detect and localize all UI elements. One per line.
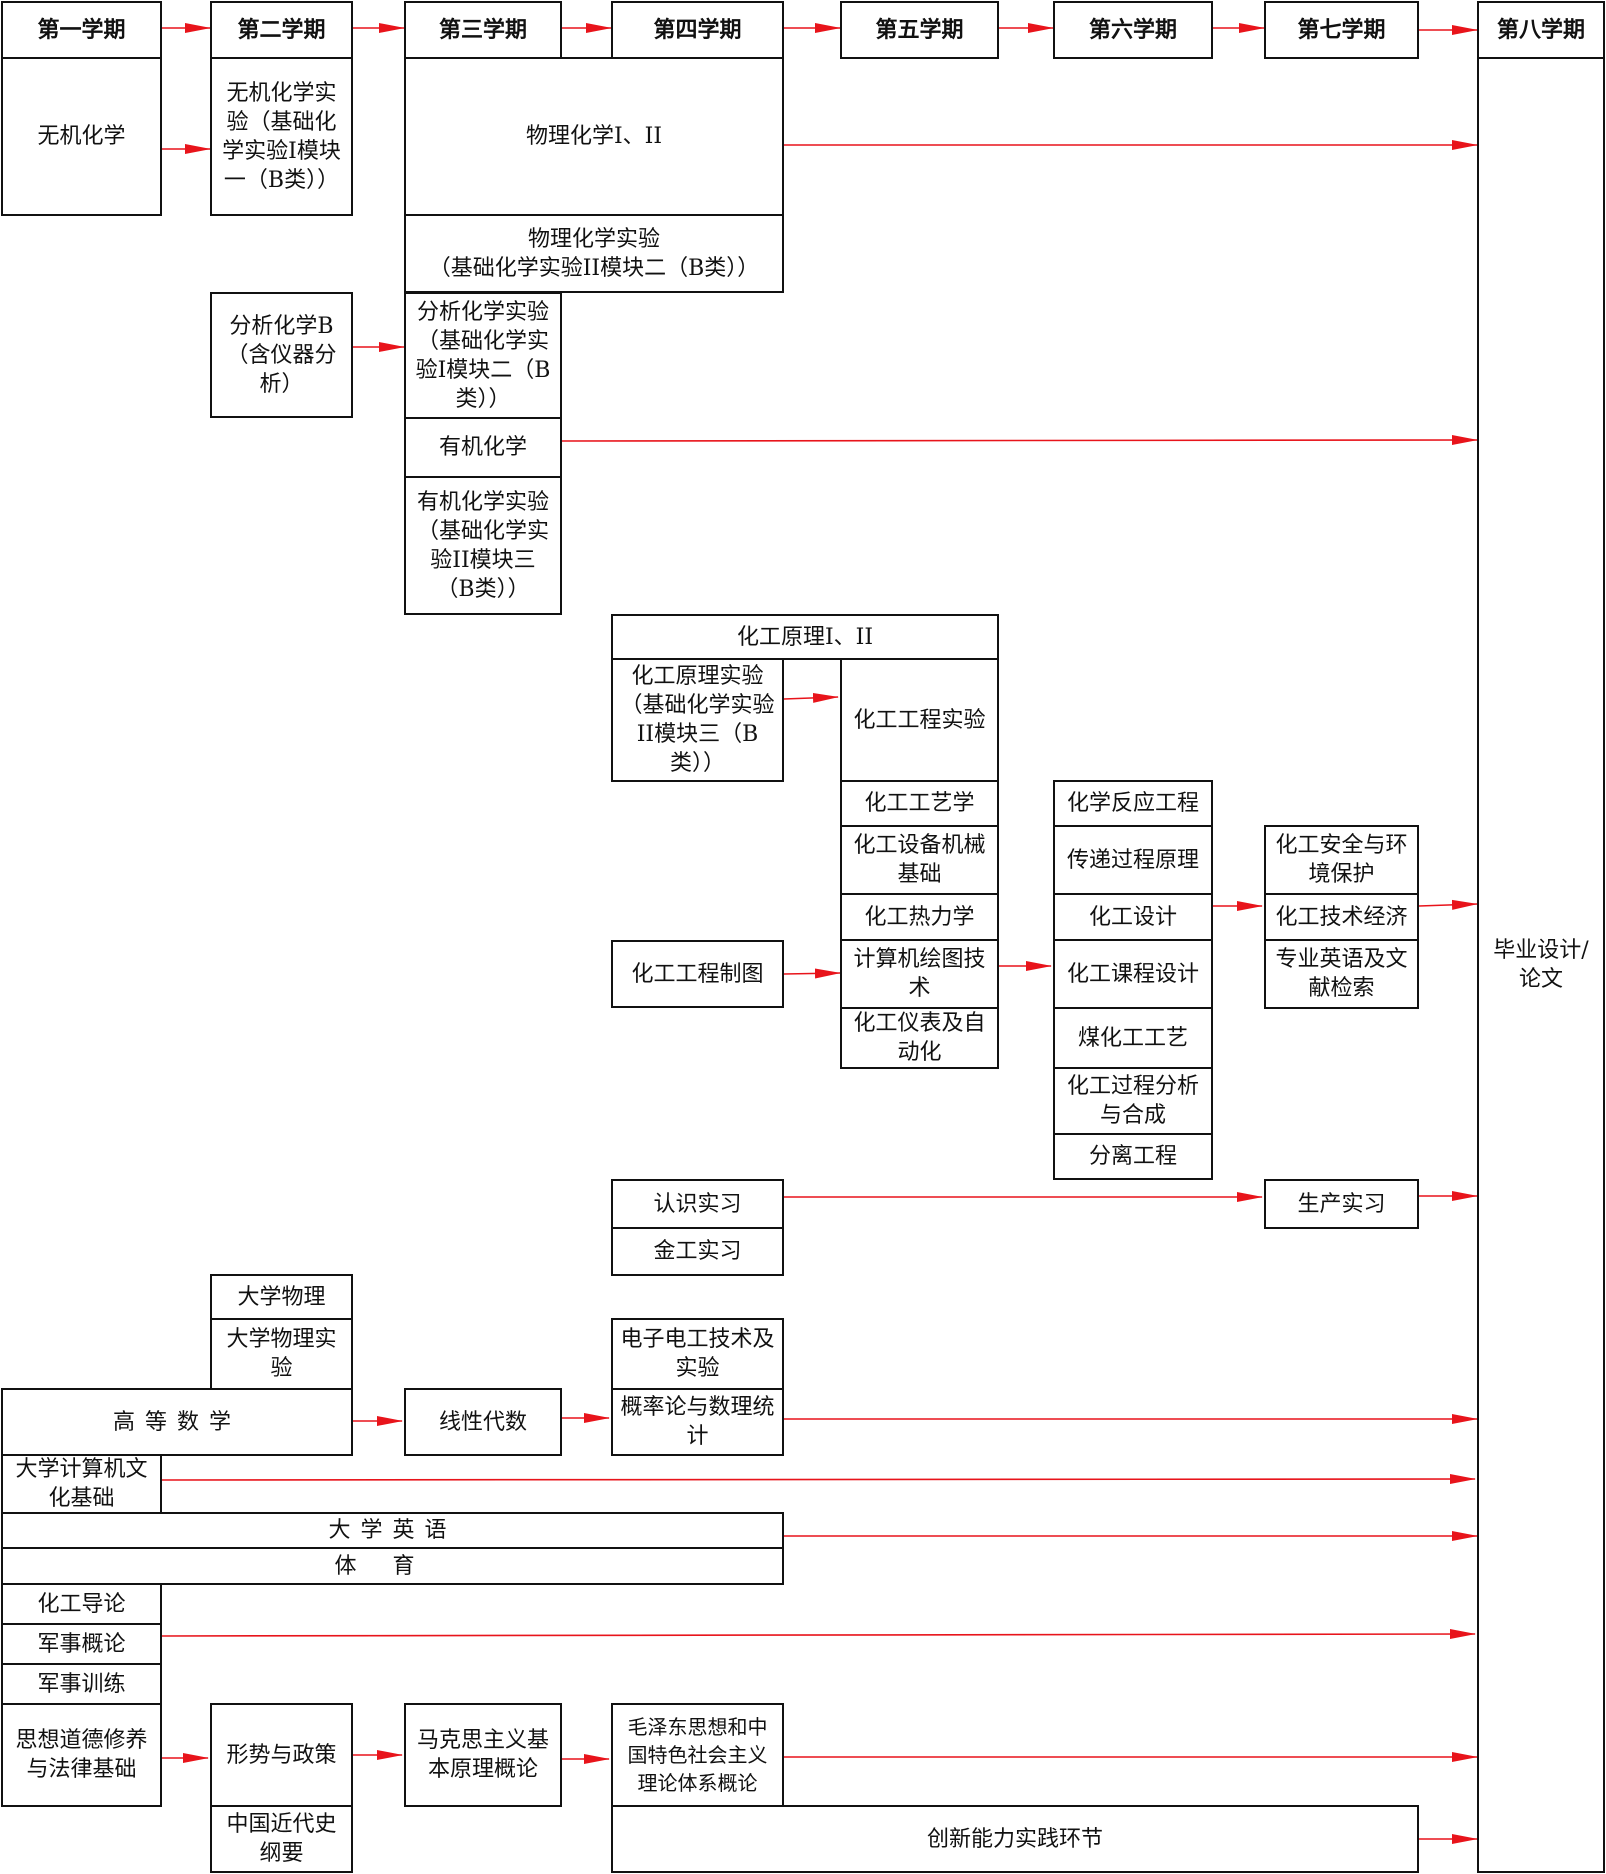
physical-lab-subtitle: （基础化学实验II模块二（B类）） xyxy=(428,255,760,281)
course-marxism: 马克思主义基本原理概论 xyxy=(404,1703,562,1807)
course-chem-equipment: 化工设备机械基础 xyxy=(840,825,999,895)
semester-6-header: 第六学期 xyxy=(1053,1,1213,59)
course-linear-algebra: 线性代数 xyxy=(404,1388,562,1456)
arrow-connector-10 xyxy=(561,435,1478,446)
course-advanced-math: 高等数学 xyxy=(1,1388,353,1456)
course-college-physics-lab: 大学物理实验 xyxy=(210,1318,353,1390)
course-physical-chemistry-lab: 物理化学实验 （基础化学实验II模块二（B类）） xyxy=(404,214,784,293)
semester-1-header: 第一学期 xyxy=(1,1,162,59)
course-organic-chemistry: 有机化学 xyxy=(404,417,562,478)
course-innovation-practice: 创新能力实践环节 xyxy=(611,1805,1419,1873)
course-chem-eng-intro: 化工导论 xyxy=(1,1583,162,1625)
course-chem-technology: 化工工艺学 xyxy=(840,780,999,827)
course-metalwork-internship: 金工实习 xyxy=(611,1227,784,1276)
course-organic-lab: 有机化学实验（基础化学实验II模块三（B类）） xyxy=(404,476,562,615)
course-cognition-internship: 认识实习 xyxy=(611,1179,784,1229)
course-chem-eng-experiment: 化工工程实验 xyxy=(840,658,999,782)
course-instrumentation: 化工仪表及自动化 xyxy=(840,1007,999,1069)
course-college-physics: 大学物理 xyxy=(210,1274,353,1320)
course-chem-thermodynamics: 化工热力学 xyxy=(840,893,999,941)
course-physical-education: 体育 xyxy=(1,1547,784,1585)
semester-8-header: 第八学期 xyxy=(1477,1,1605,59)
course-reaction-engineering: 化学反应工程 xyxy=(1053,780,1213,827)
course-military-theory: 军事概论 xyxy=(1,1623,162,1665)
course-probability-statistics: 概率论与数理统计 xyxy=(611,1388,784,1456)
semester-5-header: 第五学期 xyxy=(840,1,999,59)
course-electronics: 电子电工技术及实验 xyxy=(611,1318,784,1390)
semester-2-header: 第二学期 xyxy=(210,1,353,59)
course-analytical-lab: 分析化学实验（基础化学实验I模块二（B类）） xyxy=(404,292,562,419)
course-college-english: 大学英语 xyxy=(1,1512,784,1549)
course-physical-chemistry: 物理化学I、II xyxy=(404,57,784,216)
course-inorganic-lab: 无机化学实验（基础化学实验I模块一（B类）） xyxy=(210,57,353,216)
course-chem-eng-principles: 化工原理I、II xyxy=(611,614,999,660)
semester-4-header: 第四学期 xyxy=(611,1,784,59)
arrow-connector-12 xyxy=(783,968,841,979)
course-coal-chemistry: 煤化工工艺 xyxy=(1053,1007,1213,1069)
course-current-affairs: 形势与政策 xyxy=(210,1703,353,1807)
course-analytical-chemistry: 分析化学B（含仪器分析） xyxy=(210,292,353,418)
course-production-internship: 生产实习 xyxy=(1264,1179,1419,1229)
arrow-connector-21 xyxy=(161,1474,1476,1485)
course-engineering-drawing: 化工工程制图 xyxy=(611,940,784,1008)
course-chem-design: 化工设计 xyxy=(1053,893,1213,941)
course-ethics-law: 思想道德修养与法律基础 xyxy=(1,1703,162,1807)
course-course-design: 化工课程设计 xyxy=(1053,939,1213,1009)
course-computer-basics: 大学计算机文化基础 xyxy=(1,1454,162,1514)
course-process-analysis: 化工过程分析与合成 xyxy=(1053,1067,1213,1135)
physical-lab-title: 物理化学实验 xyxy=(527,226,660,252)
course-professional-english: 专业英语及文献检索 xyxy=(1264,939,1419,1009)
semester-3-header: 第三学期 xyxy=(404,1,562,59)
course-maoism-theory: 毛泽东思想和中国特色社会主义理论体系概论 xyxy=(611,1703,784,1807)
course-safety-environment: 化工安全与环境保护 xyxy=(1264,825,1419,895)
course-graduation-thesis: 毕业设计/论文 xyxy=(1477,57,1605,1873)
arrow-connector-23 xyxy=(161,1629,1476,1640)
course-computer-drawing: 计算机绘图技术 xyxy=(840,939,999,1009)
course-tech-economics: 化工技术经济 xyxy=(1264,893,1419,941)
semester-7-header: 第七学期 xyxy=(1264,1,1419,59)
course-transfer-processes: 传递过程原理 xyxy=(1053,825,1213,895)
arrow-connector-15 xyxy=(1418,899,1478,910)
course-military-training: 军事训练 xyxy=(1,1663,162,1705)
course-separation-engineering: 分离工程 xyxy=(1053,1133,1213,1180)
course-inorganic-chemistry: 无机化学 xyxy=(1,57,162,216)
course-modern-history: 中国近代史纲要 xyxy=(210,1805,353,1873)
course-chem-eng-principles-lab: 化工原理实验（基础化学实验II模块三（B类）） xyxy=(611,658,784,782)
arrow-connector-11 xyxy=(783,692,839,703)
